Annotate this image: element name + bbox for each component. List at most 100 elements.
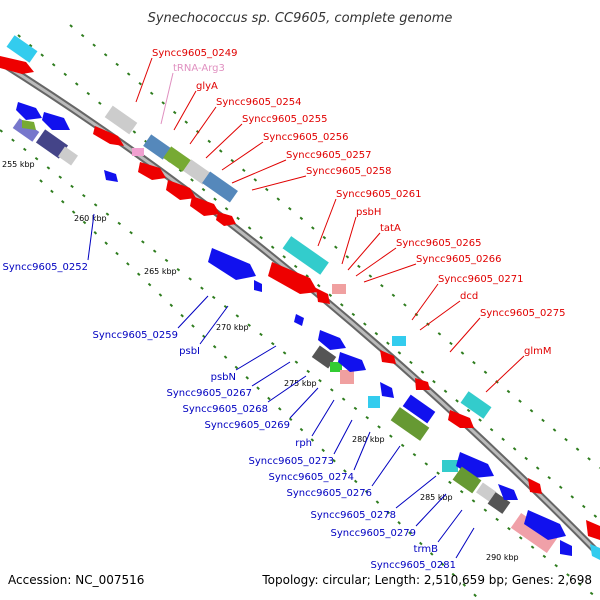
- guide-line-outer-2: [69, 24, 600, 469]
- feature-box: [183, 159, 211, 185]
- leader-line: [455, 527, 475, 559]
- gene-label-reverse: Syncc9605_0259: [93, 330, 179, 341]
- gene-label-forward: Syncc9605_0258: [306, 166, 392, 177]
- gene-label-forward: Syncc9605_0266: [416, 254, 502, 265]
- leader-line: [205, 123, 243, 159]
- gene-label-forward: tRNA-Arg3: [173, 63, 225, 74]
- gene-label-forward: Syncc9605_0275: [480, 308, 566, 319]
- feature-box: [487, 492, 511, 514]
- leader-line: [395, 475, 437, 509]
- feature-box: [104, 105, 138, 135]
- gene-label-reverse: Syncc9605_0268: [183, 404, 269, 415]
- gene-label-reverse: rph: [295, 438, 312, 449]
- leader-line: [311, 399, 335, 437]
- leader-line: [251, 361, 291, 387]
- leader-line: [363, 263, 417, 283]
- gene-label-forward: Syncc9605_0256: [263, 132, 349, 143]
- feature-box: [6, 35, 38, 63]
- gene-label-reverse: psbI: [179, 346, 200, 357]
- leader-line: [485, 355, 525, 393]
- accession-text: Accession: NC_007516: [8, 573, 144, 587]
- gene-label-reverse: Syncc9605_0273: [249, 456, 335, 467]
- feature-box: [510, 513, 558, 553]
- leader-line: [221, 141, 264, 171]
- leader-line: [199, 305, 229, 345]
- leader-line: [189, 106, 217, 145]
- reverse-features: [12, 102, 600, 560]
- gene-label-forward: Syncc9605_0265: [396, 238, 482, 249]
- feature-arrow: [216, 212, 236, 226]
- feature-arrow: [22, 120, 36, 130]
- feature-box: [476, 482, 496, 502]
- tick-label: 255 kbp: [2, 160, 35, 169]
- tick-label: 290 kbp: [486, 553, 519, 562]
- tick-label: 270 kbp: [216, 323, 249, 332]
- gene-label-forward: tatA: [380, 223, 401, 234]
- feature-arrow: [254, 280, 262, 292]
- leader-line: [415, 493, 447, 527]
- gene-label-reverse: Syncc9605_0281: [371, 560, 457, 571]
- feature-arrow: [42, 112, 70, 130]
- leader-line: [87, 213, 95, 261]
- feature-box: [452, 466, 482, 494]
- feature-box: [442, 460, 458, 472]
- feature-box: [392, 336, 406, 346]
- guide-line-outer-1: [17, 34, 600, 521]
- feature-arrow: [524, 510, 566, 540]
- leader-line: [231, 159, 287, 184]
- feature-box: [143, 134, 171, 160]
- gene-label-reverse: psbN: [211, 372, 236, 383]
- feature-box: [330, 362, 342, 372]
- leader-line: [160, 72, 174, 125]
- leader-line: [371, 445, 401, 487]
- feature-box: [282, 236, 329, 275]
- feature-arrow: [318, 330, 346, 350]
- leader-line: [437, 509, 463, 543]
- forward-features: [0, 35, 542, 494]
- feature-arrow: [380, 382, 394, 398]
- gene-label-forward: psbH: [356, 207, 381, 218]
- gene-label-reverse: Syncc9605_0278: [311, 510, 397, 521]
- gene-label-reverse: Syncc9605_0252: [3, 262, 89, 273]
- feature-arrow: [415, 378, 430, 390]
- feature-arrow: [316, 288, 330, 304]
- tick-label: 285 kbp: [420, 493, 453, 502]
- feature-arrow: [586, 520, 600, 540]
- gene-label-reverse: Syncc9605_0267: [167, 388, 253, 399]
- feature-arrow: [166, 180, 196, 200]
- gene-label-reverse: Syncc9605_0279: [331, 528, 417, 539]
- gene-label-forward: Syncc9605_0249: [152, 48, 238, 59]
- leader-line: [173, 90, 197, 131]
- feature-arrow: [208, 248, 256, 280]
- gene-label-forward: Syncc9605_0254: [216, 97, 302, 108]
- feature-box: [202, 171, 238, 203]
- feature-arrow: [0, 56, 34, 74]
- feature-trna: [132, 148, 144, 156]
- feature-arrow: [104, 170, 118, 182]
- topology-text: Topology: circular; Length: 2,510,659 bp…: [261, 573, 592, 587]
- leader-line: [355, 247, 397, 277]
- feature-box: [58, 146, 78, 166]
- feature-arrow: [590, 544, 600, 560]
- leader-line: [235, 345, 277, 371]
- gene-label-forward: glyA: [196, 81, 218, 92]
- leader-line: [411, 283, 439, 321]
- feature-arrow: [268, 262, 318, 294]
- gene-label-forward: Syncc9605_0271: [438, 274, 524, 285]
- feature-arrow: [93, 126, 124, 146]
- feature-box: [332, 284, 346, 294]
- leader-line: [289, 387, 319, 419]
- feature-arrow: [294, 314, 304, 326]
- forward-labels: Syncc9605_0249 tRNA-Arg3 glyA Syncc9605_025…: [135, 48, 566, 393]
- gene-label-reverse: Syncc9605_0269: [205, 420, 291, 431]
- feature-arrow: [338, 352, 366, 372]
- leader-line: [449, 317, 481, 353]
- guide-dots: [0, 24, 600, 600]
- tick-label: 280 kbp: [352, 435, 385, 444]
- leader-line: [353, 431, 371, 471]
- leader-line: [347, 232, 381, 271]
- feature-arrow: [190, 196, 220, 216]
